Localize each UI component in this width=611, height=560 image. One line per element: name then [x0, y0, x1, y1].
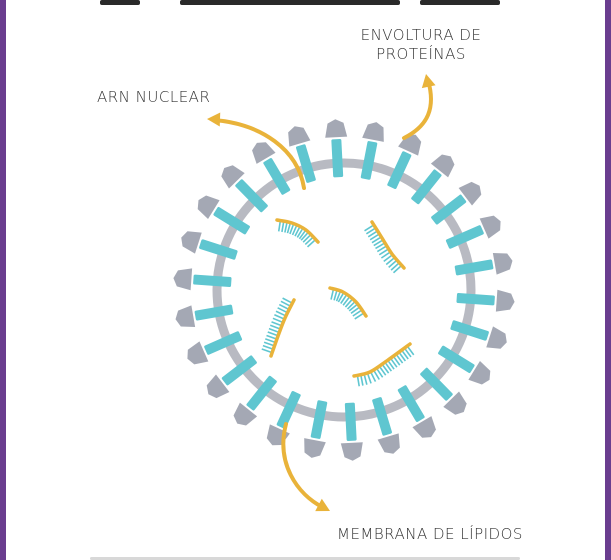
- spike-cap: [301, 438, 326, 460]
- protein-spike: [341, 442, 364, 461]
- spike-stalk: [331, 139, 343, 177]
- spike-cap: [341, 442, 364, 461]
- label-protein-envelope: ENVOLTURA DE PROTEÍNAS: [350, 26, 492, 64]
- spike-cap: [486, 326, 510, 352]
- spike-cap: [174, 305, 195, 330]
- protein-envelope-spikes: [173, 119, 516, 462]
- rna-strand: [354, 344, 414, 386]
- protein-spike: [493, 250, 514, 275]
- arrow-protein-envelope: [404, 73, 436, 138]
- label-nuclear-rna: ARN NUCLEAR: [97, 88, 210, 107]
- protein-spike: [173, 267, 192, 290]
- spike-cap: [496, 290, 515, 313]
- protein-spike: [284, 123, 310, 147]
- protein-stalks: [193, 139, 495, 441]
- protein-spike: [174, 305, 195, 330]
- protein-spike: [486, 326, 510, 352]
- spike-cap: [178, 227, 202, 253]
- protein-spike: [480, 211, 505, 238]
- spike-stalk: [193, 274, 232, 287]
- protein-spike: [324, 119, 347, 138]
- spike-cap: [173, 267, 192, 290]
- spike-cap: [493, 250, 514, 275]
- protein-spike: [378, 433, 404, 457]
- rna-strand: [262, 298, 294, 356]
- nuclear-rna-strands: [262, 220, 414, 386]
- spike-stalk: [345, 403, 357, 441]
- rna-strand: [330, 288, 366, 319]
- spike-cap: [480, 211, 505, 238]
- spike-stalk: [456, 293, 495, 306]
- protein-spike: [301, 438, 326, 460]
- rna-strand: [365, 222, 404, 273]
- protein-spike: [183, 341, 208, 368]
- protein-spike: [362, 120, 387, 142]
- spike-cap: [284, 123, 310, 147]
- spike-cap: [378, 433, 404, 457]
- label-lipid-membrane: MEMBRANA DE LÍPIDOS: [337, 525, 523, 544]
- rna-strand: [277, 220, 318, 247]
- spike-cap: [324, 119, 347, 138]
- spike-cap: [362, 120, 387, 142]
- arrow-lipid-membrane: [283, 424, 333, 517]
- spike-cap: [183, 341, 208, 368]
- protein-spike: [496, 290, 515, 313]
- protein-spike: [178, 227, 202, 253]
